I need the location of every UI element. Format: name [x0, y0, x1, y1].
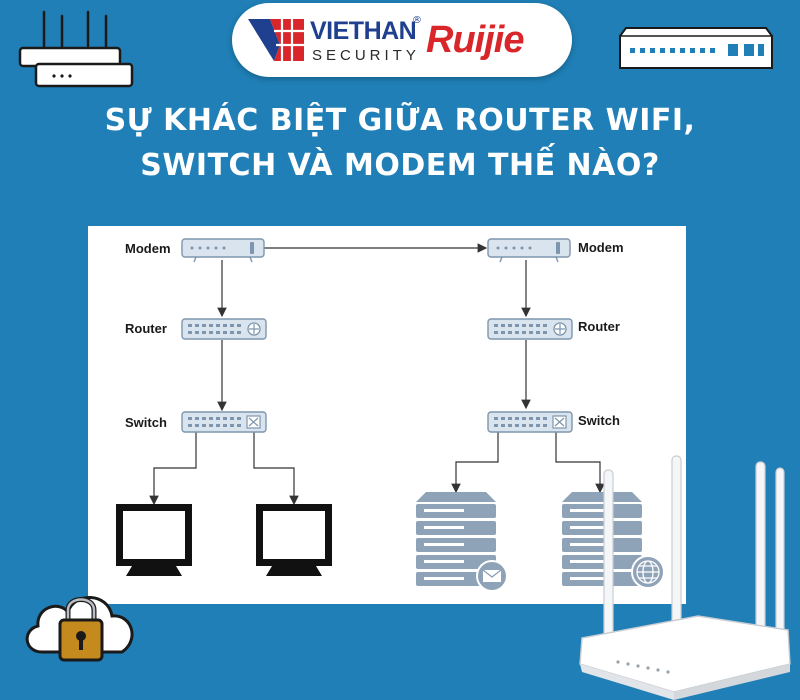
network-switch-icon [619, 27, 773, 69]
modem-device-icon [181, 238, 265, 263]
headline-line-2: SWITCH VÀ MODEM THẾ NÀO? [140, 148, 660, 183]
switch-device-icon [487, 411, 573, 433]
wifi-router-photo [579, 455, 791, 700]
mail-server-icon [416, 492, 508, 592]
switch-device-icon [181, 411, 267, 433]
wifi-router-icon [18, 10, 134, 88]
partner-logo: Ruijie [426, 19, 524, 61]
monitor-icon [256, 504, 332, 576]
left-switch-label: Switch [125, 415, 167, 430]
headline-line-1: SỰ KHÁC BIỆT GIỮA ROUTER WIFI, [104, 103, 696, 138]
diagram-canvas [116, 238, 665, 592]
brand-logo: VIETHAN ® SECURITY Ruijie [232, 3, 572, 77]
right-switch-label: Switch [578, 413, 620, 428]
brand-name: VIETHAN [310, 17, 417, 45]
left-router-label: Router [125, 321, 167, 336]
connection-lines [149, 243, 605, 506]
web-server-icon [562, 492, 665, 589]
router-device-icon [181, 318, 267, 340]
right-router-label: Router [578, 319, 620, 334]
brand-subtitle: SECURITY [312, 47, 420, 64]
viethan-logo-icon [248, 19, 304, 61]
router-device-icon [487, 318, 573, 340]
cloud-lock-icon [25, 596, 134, 662]
right-modem-label: Modem [578, 240, 624, 255]
modem-device-icon [487, 238, 571, 263]
left-modem-label: Modem [125, 241, 171, 256]
monitor-icon [116, 504, 192, 576]
brand-trademark: ® [412, 15, 422, 26]
network-diagram: Modem Router Switch Modem Router Switch [88, 226, 686, 604]
